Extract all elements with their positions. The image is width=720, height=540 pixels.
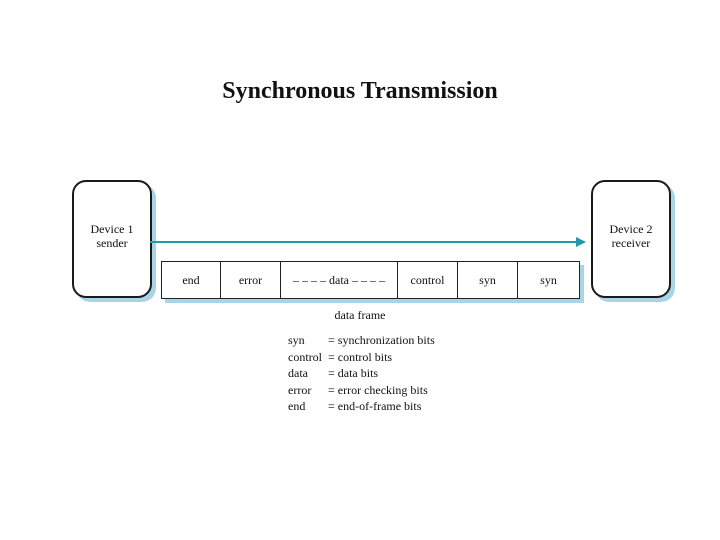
device-sender-name: Device 1 <box>90 222 134 236</box>
data-frame-label: data frame <box>334 308 386 322</box>
frame-cell-syn: syn <box>458 262 518 298</box>
device-receiver-role: receiver <box>611 236 651 250</box>
device-sender-role: sender <box>96 236 128 250</box>
legend-term: syn <box>288 333 305 347</box>
frame-cell-control: control <box>398 262 458 298</box>
transmission-line <box>150 241 578 243</box>
transmission-arrowhead <box>576 237 586 247</box>
legend-row: data = data bits <box>288 365 435 382</box>
legend-definition: = data bits <box>328 366 379 380</box>
frame-cell-error: error <box>221 262 281 298</box>
legend: syn = synchronization bits control = con… <box>288 332 435 415</box>
frame-cell-end: end <box>162 262 221 298</box>
legend-definition: = error checking bits <box>328 382 428 397</box>
legend-term: end <box>288 399 306 413</box>
frame-cell-syn: syn <box>540 272 557 287</box>
legend-definition: = end-of-frame bits <box>328 399 422 413</box>
legend-definition: = control bits <box>328 349 393 364</box>
frame-cell-data: – – – – data – – – – <box>281 262 398 298</box>
legend-row: end = end-of-frame bits <box>288 398 435 415</box>
diagram-title: Synchronous Transmission <box>222 78 498 104</box>
legend-term: data <box>288 366 308 380</box>
legend-term: control <box>288 349 322 364</box>
device-receiver-name: Device 2 <box>609 222 653 236</box>
legend-row: syn = synchronization bits <box>288 332 435 349</box>
device-receiver: Device 2 receiver <box>591 180 671 298</box>
legend-term: error <box>288 382 312 397</box>
data-frame: end error – – – – data – – – – control s… <box>161 261 580 299</box>
legend-definition: = synchronization bits <box>328 333 435 347</box>
legend-row: control = control bits <box>288 349 435 366</box>
legend-row: error = error checking bits <box>288 382 435 399</box>
device-sender: Device 1 sender <box>72 180 152 298</box>
